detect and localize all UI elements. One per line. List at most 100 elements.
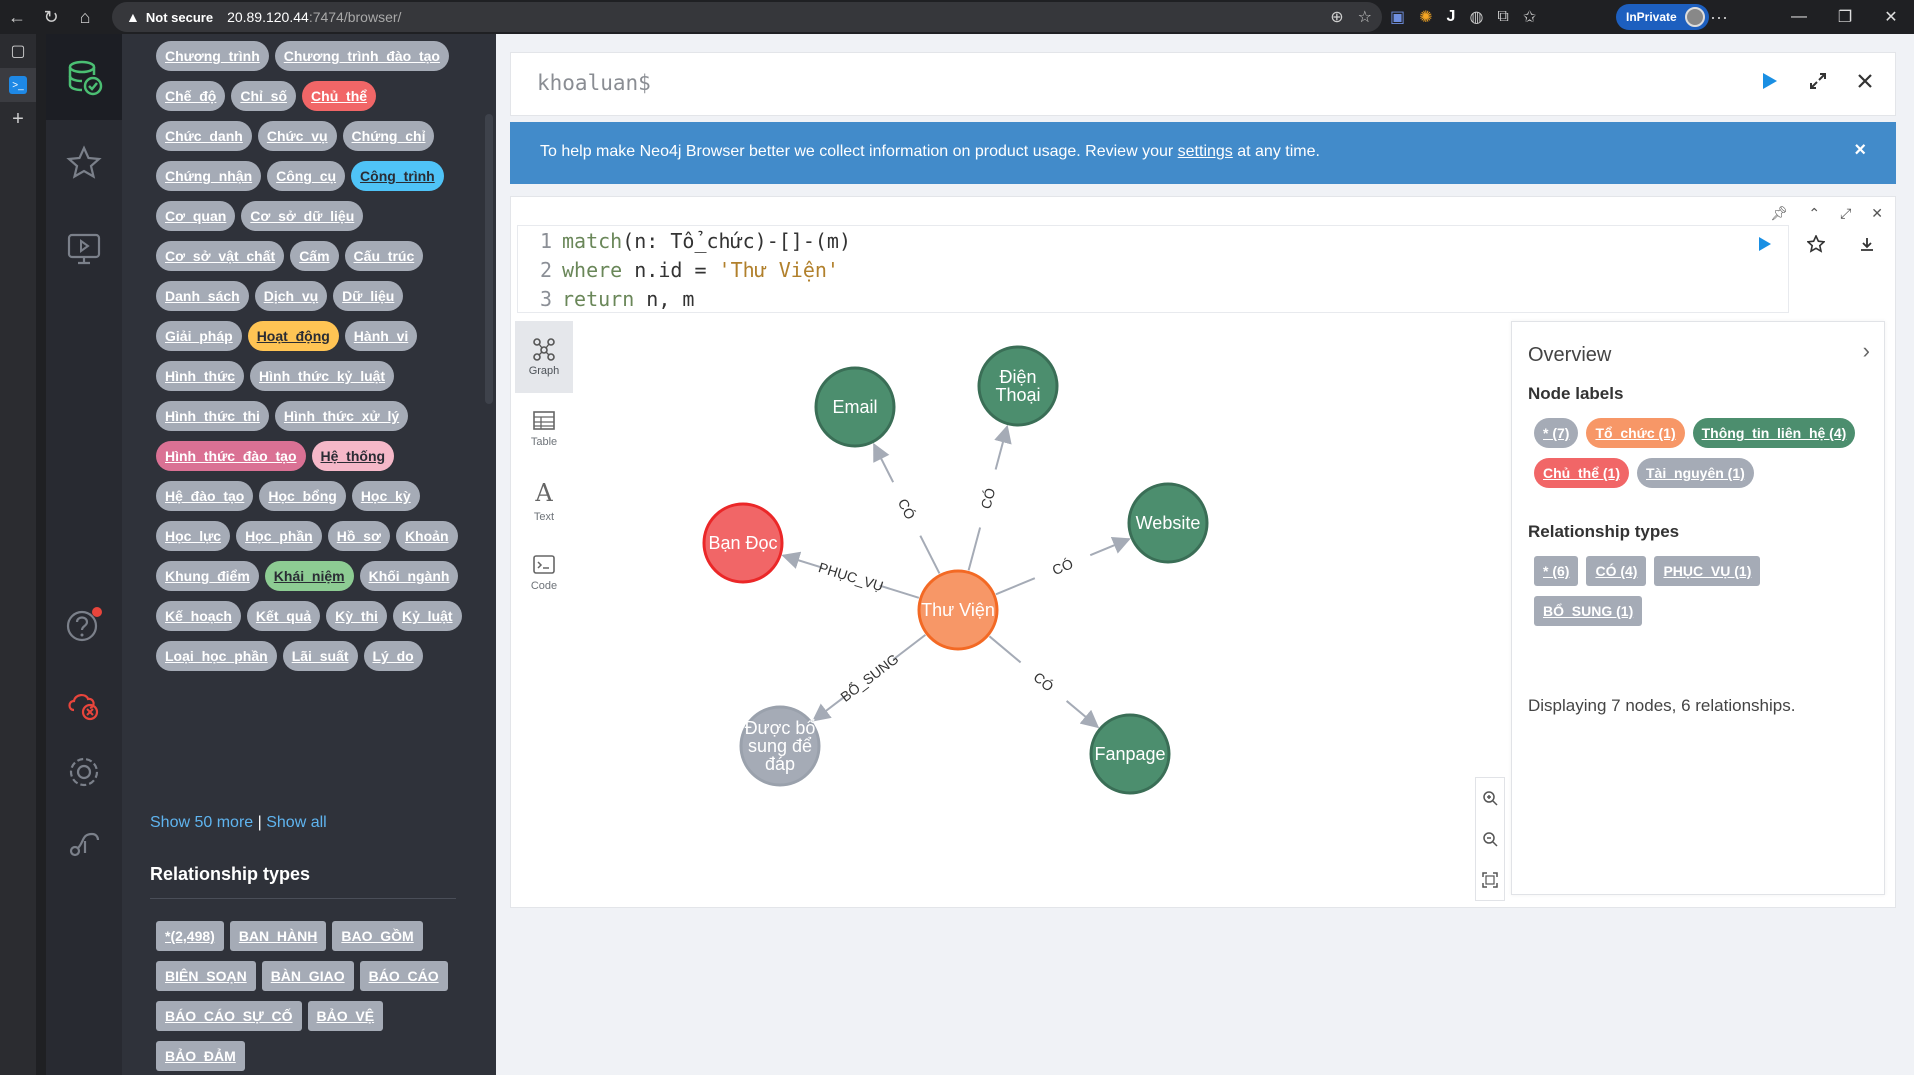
node-label-chip[interactable]: Chương_trình bbox=[156, 41, 269, 71]
overview-relationship-type-chip[interactable]: * (6) bbox=[1534, 556, 1579, 586]
restore-icon[interactable]: ❐ bbox=[1837, 9, 1853, 26]
node-label-chip[interactable]: Cơ_sở_dữ_liệu bbox=[241, 201, 364, 231]
banner-close-button[interactable]: × bbox=[1854, 139, 1866, 161]
new-tab-icon[interactable]: + bbox=[12, 107, 24, 130]
overview-relationship-type-chip[interactable]: PHỤC_VỤ (1) bbox=[1654, 556, 1761, 586]
help-nav-button[interactable] bbox=[46, 584, 122, 664]
node-circle[interactable] bbox=[977, 345, 1059, 427]
node-label-chip[interactable]: Hình_thức bbox=[156, 361, 245, 391]
node-label-chip[interactable]: Khung_điểm bbox=[156, 561, 259, 591]
overview-relationship-type-chip[interactable]: CÓ (4) bbox=[1586, 556, 1647, 586]
show-more-link[interactable]: Show 50 more bbox=[150, 814, 254, 831]
node-label-chip[interactable]: Kỷ_luật bbox=[392, 601, 462, 631]
overview-node-label-chip[interactable]: Tài_nguyên (1) bbox=[1637, 458, 1754, 488]
address-bar[interactable]: ▲ Not secure 20.89.120.44:7474/browser/ … bbox=[112, 2, 1382, 32]
node-circle[interactable] bbox=[917, 569, 999, 651]
graph-node-center[interactable]: Thư Viện bbox=[917, 569, 999, 651]
window-close-icon[interactable]: ✕ bbox=[1884, 9, 1898, 26]
node-label-chip[interactable]: Học_lực bbox=[156, 521, 231, 551]
favorites-nav-button[interactable] bbox=[46, 120, 122, 206]
minimize-icon[interactable]: — bbox=[1791, 8, 1807, 25]
node-label-chip[interactable]: Công_trình bbox=[351, 161, 444, 191]
close-frame-icon[interactable]: ✕ bbox=[1871, 205, 1883, 221]
tab-actions-icon[interactable]: ▢ bbox=[10, 43, 26, 60]
pin-icon[interactable]: 📌︎ bbox=[1770, 205, 1789, 221]
relationship-arrow[interactable] bbox=[1065, 700, 1100, 729]
node-circle[interactable] bbox=[739, 705, 821, 787]
chevron-right-icon[interactable]: › bbox=[1862, 338, 1870, 363]
settings-link[interactable]: settings bbox=[1177, 143, 1233, 160]
node-label-chip[interactable]: Hình_thức_xử_lý bbox=[274, 401, 409, 431]
tab-code[interactable]: Code bbox=[515, 537, 573, 609]
relationship-type-chip[interactable]: BÀN_GIAO bbox=[261, 961, 354, 991]
node-label-chip[interactable]: Khái_niệm bbox=[264, 561, 354, 591]
extension-translate-icon[interactable]: ▣ bbox=[1390, 9, 1406, 26]
node-label-chip[interactable]: Cấm bbox=[290, 241, 339, 271]
relationship-line[interactable] bbox=[879, 584, 920, 599]
relationship-line[interactable] bbox=[967, 527, 982, 571]
guides-nav-button[interactable] bbox=[46, 206, 122, 292]
overview-node-label-chip[interactable]: * (7) bbox=[1534, 418, 1579, 448]
relationship-type-chip[interactable]: BẢO_VỆ bbox=[307, 1001, 384, 1031]
node-label-chip[interactable]: Chức_danh bbox=[156, 121, 252, 151]
graph-node-fb[interactable]: Fanpage bbox=[1089, 713, 1171, 795]
node-label-chip[interactable]: Cơ_sở_vật_chất bbox=[156, 241, 285, 271]
node-label-chip[interactable]: Cấu_trúc bbox=[344, 241, 424, 271]
run-query-icon[interactable] bbox=[1761, 71, 1779, 91]
rerun-query-icon[interactable] bbox=[1757, 235, 1773, 253]
fullscreen-icon[interactable] bbox=[1809, 72, 1827, 90]
home-icon[interactable]: ⌂ bbox=[79, 6, 91, 27]
node-circle[interactable] bbox=[1127, 482, 1209, 564]
download-icon[interactable] bbox=[1859, 236, 1875, 252]
node-label-chip[interactable]: Học_phần bbox=[236, 521, 322, 551]
node-label-chip[interactable]: Loại_học_phần bbox=[156, 641, 277, 671]
query-editor[interactable]: khoaluan$ bbox=[510, 52, 1896, 116]
database-nav-button[interactable] bbox=[46, 34, 122, 120]
extension-orange-icon[interactable]: ✺ bbox=[1419, 9, 1433, 26]
node-label-chip[interactable]: Học_bổng bbox=[259, 481, 346, 511]
node-label-chip[interactable]: Chỉ_số bbox=[231, 81, 297, 111]
relationship-arrow[interactable] bbox=[873, 442, 895, 483]
fit-to-screen-icon[interactable] bbox=[1482, 871, 1498, 888]
zoom-in-icon[interactable] bbox=[1482, 790, 1498, 806]
node-label-chip[interactable]: Khoản bbox=[395, 521, 458, 551]
connection-error-nav-button[interactable] bbox=[46, 664, 122, 744]
tab-text[interactable]: A Text bbox=[515, 465, 573, 537]
node-label-chip[interactable]: Chức_vụ bbox=[257, 121, 337, 151]
tab-table[interactable]: Table bbox=[515, 393, 573, 465]
extensions-icon[interactable]: ⧉ bbox=[1497, 8, 1509, 25]
graph-node-web[interactable]: Website bbox=[1127, 482, 1209, 564]
favorite-star-icon[interactable]: ☆ bbox=[1357, 9, 1372, 26]
node-label-chip[interactable]: Giải_pháp bbox=[156, 321, 242, 351]
node-circle[interactable] bbox=[814, 366, 896, 448]
node-circle[interactable] bbox=[702, 502, 784, 584]
save-favorite-icon[interactable] bbox=[1807, 235, 1825, 253]
tab-neo4j[interactable]: >_ bbox=[0, 68, 36, 102]
relationship-line[interactable] bbox=[988, 635, 1022, 664]
zoom-out-icon[interactable] bbox=[1482, 831, 1498, 847]
overview-relationship-type-chip[interactable]: BỔ_SUNG (1) bbox=[1534, 596, 1643, 626]
node-label-chip[interactable]: Công_cụ bbox=[267, 161, 346, 191]
relationship-type-chip[interactable]: BAN_HÀNH bbox=[229, 921, 327, 951]
overview-node-label-chip[interactable]: Tổ_chức (1) bbox=[1586, 418, 1685, 448]
settings-nav-button[interactable] bbox=[46, 732, 122, 812]
collapse-icon[interactable]: ⌃ bbox=[1808, 205, 1821, 221]
node-label-chip[interactable]: Dịch_vụ bbox=[254, 281, 328, 311]
node-label-chip[interactable]: Kế_hoạch bbox=[156, 601, 241, 631]
relationship-arrow[interactable] bbox=[1089, 536, 1131, 557]
graph-node-email[interactable]: Email bbox=[814, 366, 896, 448]
extension-j-icon[interactable]: J bbox=[1446, 8, 1456, 25]
relationship-type-chip[interactable]: BÁO_CÁO bbox=[359, 961, 448, 991]
node-label-chip[interactable]: Dữ_liệu bbox=[333, 281, 404, 311]
node-circle[interactable] bbox=[1089, 713, 1171, 795]
relationship-type-chip[interactable]: *(2,498) bbox=[156, 921, 224, 951]
relationship-arrow[interactable] bbox=[811, 695, 847, 722]
node-label-chip[interactable]: Chủ_thể bbox=[302, 81, 377, 111]
close-editor-icon[interactable] bbox=[1857, 73, 1873, 89]
relationship-line[interactable] bbox=[919, 535, 941, 574]
show-all-link[interactable]: Show all bbox=[266, 814, 327, 831]
about-nav-button[interactable] bbox=[46, 802, 122, 882]
